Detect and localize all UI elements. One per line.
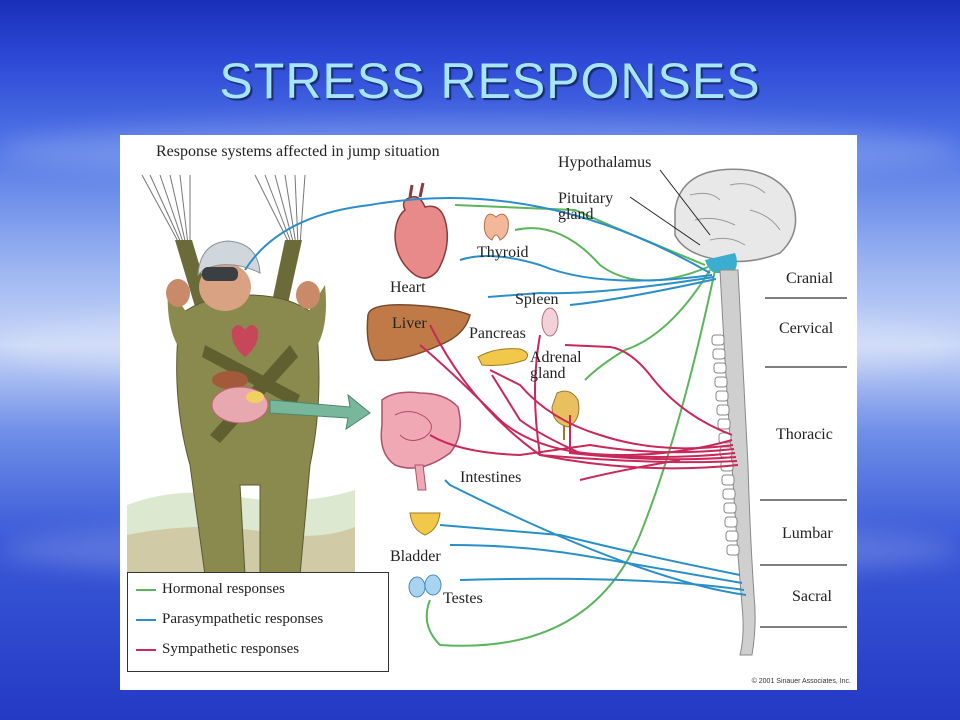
spine-region-cervical: Cervical xyxy=(779,320,834,337)
parasympathetic-pathways xyxy=(244,197,747,596)
spine-region-sacral: Sacral xyxy=(792,588,832,605)
legend-label: Sympathetic responses xyxy=(162,641,300,657)
liver-organ xyxy=(366,303,471,362)
parachute-cords xyxy=(141,174,306,246)
label-adrenal-gland: Adrenal gland xyxy=(530,349,582,382)
legend-swatch xyxy=(136,618,156,621)
pancreas-organ xyxy=(477,348,529,366)
label-bladder: Bladder xyxy=(390,548,441,565)
spine-region-cranial: Cranial xyxy=(786,270,834,287)
legend-label: Parasympathetic responses xyxy=(162,611,324,627)
stress-response-figure: Response systems affected in jump situat… xyxy=(120,135,857,690)
legend-item-sympathetic: Sympathetic responses xyxy=(136,641,299,658)
label-thyroid: Thyroid xyxy=(477,244,529,261)
sympathetic-pathways xyxy=(419,324,739,481)
intestines-organ xyxy=(380,391,461,491)
spleen-organ xyxy=(541,307,559,337)
slide-title: STRESS RESPONSES xyxy=(219,53,761,109)
diagram-artwork xyxy=(127,168,847,656)
bladder-organ xyxy=(409,512,441,536)
label-testes: Testes xyxy=(443,590,483,607)
label-pituitary-gland: Pituitary gland xyxy=(558,190,614,223)
parachutist xyxy=(166,240,326,576)
figure-caption: Response systems affected in jump situat… xyxy=(156,143,440,160)
legend-swatch xyxy=(136,648,156,651)
copyright-notice: © 2001 Sinauer Associates, Inc. xyxy=(751,678,851,685)
legend-item-parasympathetic: Parasympathetic responses xyxy=(136,611,323,628)
spinal-cord xyxy=(711,269,756,656)
legend-item-hormonal: Hormonal responses xyxy=(136,581,285,598)
label-spleen: Spleen xyxy=(515,291,559,308)
legend-swatch xyxy=(136,588,156,591)
label-pancreas: Pancreas xyxy=(469,325,526,342)
label-hypothalamus: Hypothalamus xyxy=(558,154,652,171)
pituitary-pointer xyxy=(629,196,701,246)
thyroid-organ xyxy=(483,213,509,241)
hypothalamus-pointer xyxy=(659,169,711,236)
spine-region-dividers xyxy=(760,297,847,628)
testes-organ xyxy=(408,574,442,598)
legend: Hormonal responses Parasympathetic respo… xyxy=(127,572,389,672)
heart-organ xyxy=(394,182,449,279)
legend-label: Hormonal responses xyxy=(162,581,285,597)
spine-region-lumbar: Lumbar xyxy=(782,525,833,542)
label-intestines: Intestines xyxy=(460,469,522,486)
label-heart: Heart xyxy=(390,279,426,296)
spine-region-thoracic: Thoracic xyxy=(776,426,833,443)
zoom-arrow xyxy=(269,393,371,431)
label-liver: Liver xyxy=(392,315,427,332)
